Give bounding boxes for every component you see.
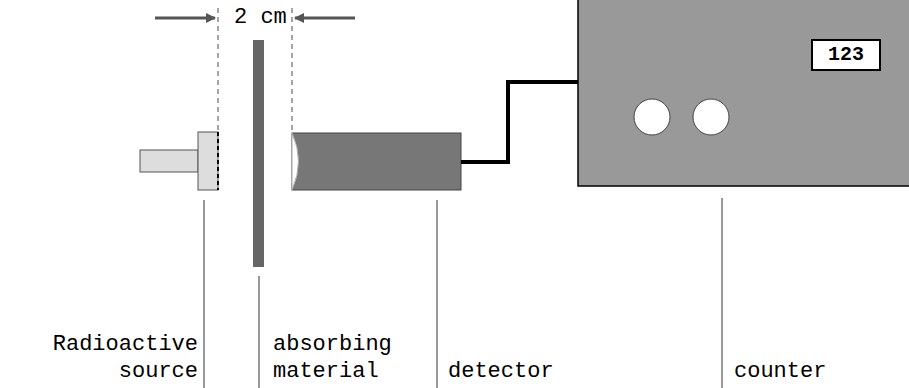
display-box: 123 — [811, 39, 881, 71]
dimension-label: 2 cm — [232, 4, 289, 31]
counter-box — [578, 0, 909, 186]
display-digits: 123 — [828, 44, 864, 66]
dimension-arrow — [295, 17, 355, 20]
dimension-extension — [217, 8, 219, 132]
part-label: absorbing material — [273, 331, 433, 385]
leader-line — [203, 200, 205, 388]
cable — [461, 82, 578, 162]
dimension-arrow — [155, 17, 215, 20]
radioactive-source — [140, 132, 218, 190]
leader-line — [436, 200, 438, 388]
absorber-plate — [253, 40, 264, 267]
part-label: Radioactive source — [20, 331, 198, 385]
part-label: detector — [448, 358, 554, 385]
detector-tube — [292, 133, 461, 190]
leader-line — [258, 276, 260, 388]
dimension-extension — [291, 8, 293, 132]
leader-line — [721, 198, 723, 388]
part-label: counter — [734, 358, 826, 385]
